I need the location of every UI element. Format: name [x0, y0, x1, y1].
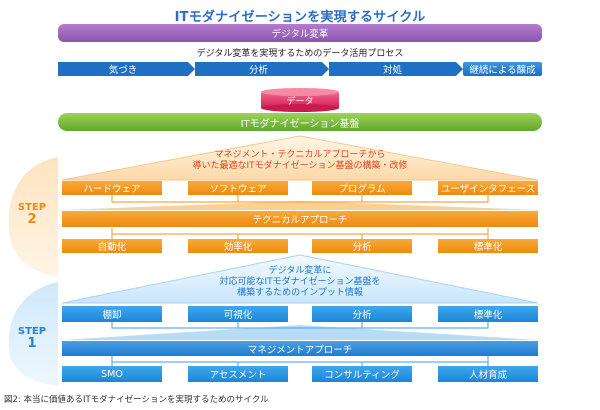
step2-inner-triangle	[62, 201, 538, 210]
step1-note-line1: デジタル変革に	[268, 266, 332, 276]
step1-label: STEP 1	[14, 326, 50, 350]
step1-item-smo: SMO	[62, 366, 162, 382]
technical-approach-band: テクニカルアプローチ	[62, 211, 538, 227]
step1-connectors	[111, 322, 489, 366]
step2-arc	[8, 157, 58, 277]
step2-item-efficiency: 効率化	[188, 239, 288, 253]
step1-item-consulting: コンサルティング	[312, 366, 412, 382]
data-cylinder	[261, 88, 339, 112]
step2-number: 2	[27, 212, 37, 227]
step1-note: デジタル変革に 対応可能なITモダナイゼーション基盤を 構築するためのインプット…	[150, 266, 450, 299]
step1-triangle	[61, 254, 539, 304]
modernization-platform-band: ITモダナイゼーション基盤	[58, 113, 542, 131]
step2-word: STEP	[17, 202, 47, 213]
step2-note-line2: 導いた最適なITモダナイゼーション基盤の構築・改修	[192, 161, 408, 171]
step2-note: マネジメント・テクニカルアプローチから 導いた最適なITモダナイゼーション基盤の…	[150, 150, 450, 172]
step1-item-analysis: 分析	[312, 306, 412, 322]
step2-item-user-interface: ユーザインタフェース	[438, 181, 538, 195]
step2-item-standardization: 標準化	[438, 239, 538, 253]
step2-label: STEP 2	[14, 202, 50, 226]
step1-item-visualization: 可視化	[188, 306, 288, 322]
step1-word: STEP	[17, 326, 47, 337]
process-step-nurturing: 継続による醸成	[463, 62, 542, 76]
step2-connectors	[111, 195, 489, 239]
diagram-title: ITモダナイゼーションを実現するサイクル	[174, 10, 426, 25]
process-step-awareness: 気づき	[108, 65, 138, 76]
process-step-action: 対処	[382, 65, 402, 76]
step2-item-software: ソフトウェア	[188, 181, 288, 195]
step1-item-standardization: 標準化	[438, 306, 538, 322]
process-heading: デジタル変革を実現するためのデータ活用プロセス	[196, 49, 404, 59]
step1-item-training: 人材育成	[438, 366, 538, 382]
step1-arc	[8, 282, 58, 386]
process-arrows	[58, 62, 463, 76]
step1-item-inventory: 棚卸	[62, 306, 162, 322]
step1-note-line2: 対応可能なITモダナイゼーション基盤を	[219, 277, 381, 287]
step1-number: 1	[27, 336, 37, 351]
step2-item-automation: 自動化	[62, 239, 162, 253]
digital-transformation-band: デジタル変革	[58, 24, 542, 42]
step2-item-program: プログラム	[312, 181, 412, 195]
step2-triangle	[61, 135, 539, 181]
figure-caption: 図2: 本当に価値あるITモダナイゼーションを実現するためのサイクル	[4, 395, 269, 405]
step1-item-assessment: アセスメント	[188, 366, 288, 382]
step1-note-line3: 構築するためのインプット情報	[237, 288, 363, 298]
process-step-analysis: 分析	[248, 65, 268, 76]
step2-note-line1: マネジメント・テクニカルアプローチから	[214, 150, 386, 160]
step2-item-hardware: ハードウェア	[62, 181, 162, 195]
data-label: データ	[286, 96, 314, 107]
step1-inner-triangle	[62, 325, 538, 340]
management-approach-band: マネジメントアプローチ	[62, 341, 538, 356]
step2-item-analysis: 分析	[312, 239, 412, 253]
